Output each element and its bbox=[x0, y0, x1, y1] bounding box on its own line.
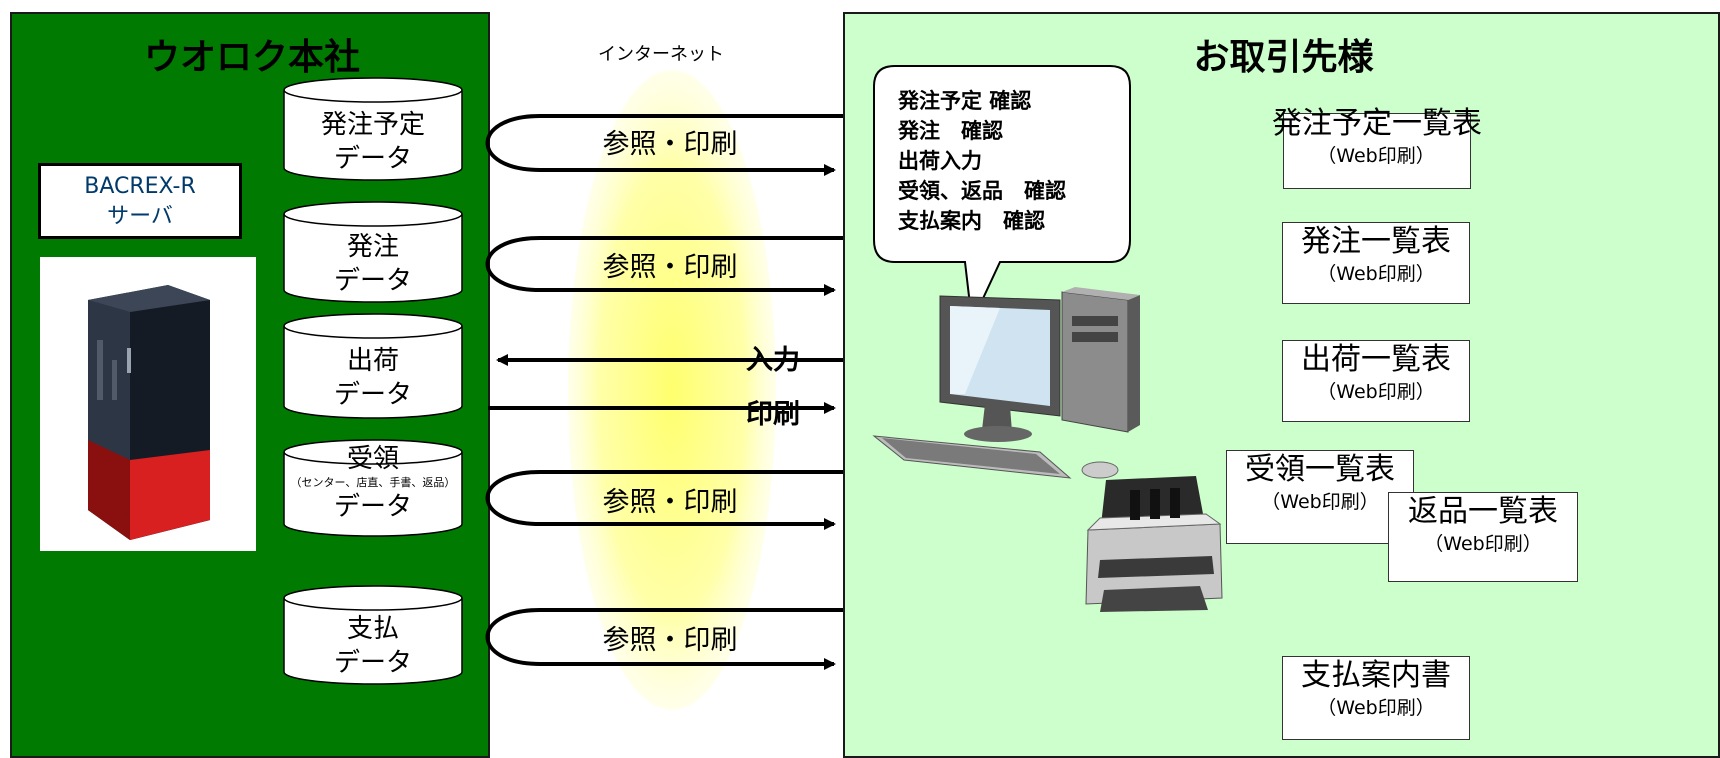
bubble-text: 発注予定 確認 発注 確認 出荷入力 受領、返品 確認 支払案内 確認 bbox=[898, 86, 1066, 236]
server-tower-icon bbox=[40, 257, 256, 551]
doc-payment-notice: 支払案内書 （Web印刷） bbox=[1282, 656, 1470, 740]
flow-label-5: 参照・印刷 bbox=[602, 625, 738, 656]
server-label: BACREX-R サーバ bbox=[38, 163, 242, 239]
doc-subtitle: （Web印刷） bbox=[1261, 491, 1379, 513]
db-cylinder-3 bbox=[283, 313, 463, 419]
db-subtitle: データ bbox=[333, 492, 412, 522]
desktop-computer-icon bbox=[872, 287, 1140, 479]
db-title: 出荷 bbox=[346, 346, 399, 376]
flow-print-label: 印刷 bbox=[746, 399, 800, 430]
doc-subtitle: （Web印刷） bbox=[1317, 263, 1435, 285]
doc-title: 返品一覧表 bbox=[1408, 494, 1558, 529]
bubble-line: 受領、返品 確認 bbox=[898, 179, 1066, 203]
doc-title: 受領一覧表 bbox=[1245, 452, 1395, 487]
doc-title: 発注予定一覧表 bbox=[1272, 106, 1482, 141]
db-label-shipping: 出荷 データ bbox=[284, 344, 462, 412]
doc-title: 発注一覧表 bbox=[1301, 224, 1451, 259]
db-label-receipt: 受領 （センター、店直、手書、返品） データ bbox=[276, 442, 470, 524]
db-cylinder-2 bbox=[283, 201, 463, 303]
db-label-order: 発注 データ bbox=[284, 230, 462, 298]
bubble-line: 支払案内 確認 bbox=[898, 209, 1045, 233]
doc-title: 支払案内書 bbox=[1301, 658, 1451, 693]
speech-bubble bbox=[873, 65, 1131, 326]
doc-return-list: 返品一覧表 （Web印刷） bbox=[1388, 492, 1578, 582]
db-subtitle: データ bbox=[333, 266, 412, 296]
flow-label-1: 参照・印刷 bbox=[602, 129, 738, 160]
db-subtitle: データ bbox=[333, 648, 412, 678]
bubble-line: 出荷入力 bbox=[898, 149, 982, 173]
doc-order-schedule-list: 発注予定一覧表 （Web印刷） bbox=[1272, 104, 1482, 189]
db-title: 支払 bbox=[346, 614, 399, 644]
flow-label-2: 参照・印刷 bbox=[602, 252, 738, 283]
doc-shipping-list: 出荷一覧表 （Web印刷） bbox=[1282, 340, 1470, 422]
company-title: ウオロク本社 bbox=[143, 37, 360, 78]
doc-order-list: 発注一覧表 （Web印刷） bbox=[1282, 222, 1470, 304]
flow-input-label: 入力 bbox=[746, 345, 800, 376]
flow-loop-4 bbox=[485, 470, 843, 530]
db-cylinder-5 bbox=[283, 585, 463, 685]
db-title: 発注 bbox=[346, 232, 399, 262]
partner-title: お取引先様 bbox=[1193, 37, 1374, 78]
doc-subtitle: （Web印刷） bbox=[1317, 697, 1435, 719]
flow-label-4: 参照・印刷 bbox=[602, 487, 738, 518]
db-cylinder-1 bbox=[283, 77, 463, 181]
db-label-order-schedule: 発注予定 データ bbox=[284, 108, 462, 176]
db-note: （センター、店直、手書、返品） bbox=[290, 476, 456, 489]
flow-loop-5 bbox=[485, 608, 843, 670]
flow-arrows bbox=[485, 114, 843, 670]
db-cylinder-4 bbox=[283, 439, 463, 537]
db-title: 発注予定 bbox=[320, 110, 425, 140]
db-label-payment: 支払 データ bbox=[284, 612, 462, 680]
doc-receipt-list: 受領一覧表 （Web印刷） bbox=[1226, 450, 1414, 544]
db-subtitle: データ bbox=[333, 144, 412, 174]
database-cylinders bbox=[283, 77, 463, 685]
doc-title: 出荷一覧表 bbox=[1301, 342, 1451, 377]
flow-loop-1 bbox=[485, 114, 843, 176]
doc-subtitle: （Web印刷） bbox=[1317, 145, 1435, 167]
flow-loop-2 bbox=[485, 236, 843, 296]
bubble-line: 発注 確認 bbox=[898, 119, 1003, 143]
db-title: 受領 bbox=[346, 444, 399, 474]
internet-label: インターネット bbox=[598, 44, 724, 65]
server-name: BACREX-R bbox=[84, 174, 196, 199]
server-type: サーバ bbox=[107, 204, 173, 229]
internet-cloud bbox=[568, 70, 776, 710]
doc-subtitle: （Web印刷） bbox=[1424, 533, 1542, 555]
printer-icon bbox=[1085, 476, 1223, 612]
db-subtitle: データ bbox=[333, 380, 412, 410]
bubble-line: 発注予定 確認 bbox=[898, 89, 1032, 113]
doc-subtitle: （Web印刷） bbox=[1317, 381, 1435, 403]
